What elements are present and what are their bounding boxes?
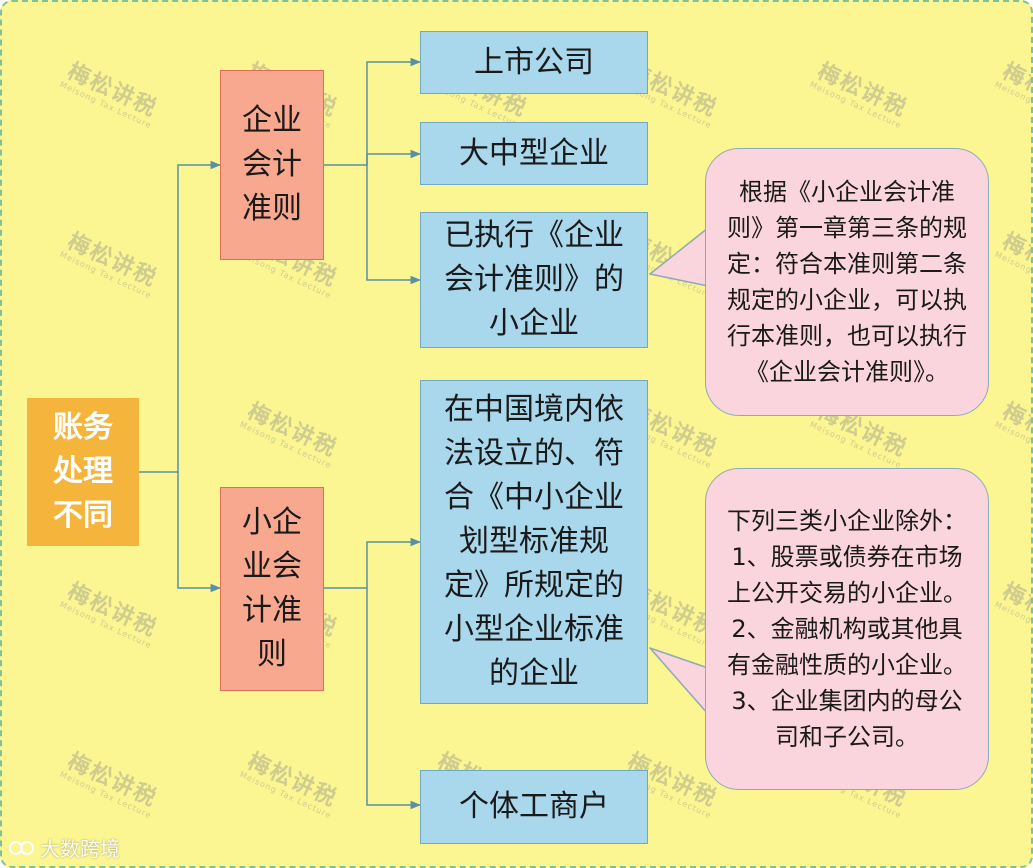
callout-exceptions: 下列三类小企业除外： 1、股票或债券在市场 上公开交易的小企业。 2、金融机构或… [705, 468, 989, 790]
category-enterprise-standards: 企业 会计 准则 [220, 70, 324, 260]
leaf-line: 的企业 [489, 656, 579, 691]
category-line: 会计 [242, 147, 302, 182]
connector-executed-small [366, 154, 422, 285]
category-line: 企业 [242, 103, 302, 138]
leaf-small-enterprise-using-enterprise-standards: 已执行《企业 会计准则》的 小企业 [420, 212, 648, 348]
category-small-enterprise-standards: 小企 业会 计准 则 [220, 487, 324, 691]
leaf-line: 上市公司 [474, 44, 594, 80]
leaf-individual-business: 个体工商户 [420, 770, 648, 844]
connector-individual [366, 588, 422, 810]
category-line: 计准 [242, 593, 302, 628]
leaf-defined-small-enterprise: 在中国境内依 法设立的、符 合《中小企业 划型标准规 定》所规定的 小型企业标准… [420, 380, 648, 704]
brand-watermark: 大数跨境 [8, 833, 120, 862]
note-line: 行本准则，也可以执行 [727, 322, 967, 350]
connector-defined-small [324, 537, 422, 589]
root-node: 账务 处理 不同 [27, 398, 139, 546]
note-line: 定：符合本准则第二条 [727, 250, 967, 278]
note-line: 上公开交易的小企业。 [727, 579, 967, 607]
leaf-line: 会计准则》的 [444, 262, 624, 297]
note-line: 规定的小企业，可以执 [727, 286, 967, 314]
category-line: 小企 [242, 505, 302, 540]
callout-article-three: 根据《小企业会计准 则》第一章第三条的规 定：符合本准则第二条 规定的小企业，可… [705, 148, 989, 416]
root-line: 处理 [53, 454, 113, 489]
note-line: 3、企业集团内的母公 [731, 687, 963, 715]
connector-root-enterprise [139, 160, 222, 473]
note-line: 有金融性质的小企业。 [727, 651, 967, 679]
leaf-line: 小型企业标准 [444, 612, 624, 647]
leaf-line: 大中型企业 [459, 135, 609, 171]
note-line: 根据《小企业会计准 [739, 178, 955, 206]
connector-listed [324, 57, 422, 166]
leaf-line: 个体工商户 [459, 789, 609, 824]
leaf-line: 定》所规定的 [444, 568, 624, 603]
note-line: 《企业会计准则》。 [745, 358, 949, 386]
leaf-line: 划型标准规 [459, 524, 609, 559]
leaf-line: 法设立的、符 [444, 436, 624, 471]
note-line: 则》第一章第三条的规 [727, 214, 967, 242]
leaf-line: 合《中小企业 [444, 480, 624, 515]
category-line: 业会 [242, 549, 302, 584]
brand-text: 大数跨境 [40, 837, 120, 861]
leaf-listed-company: 上市公司 [420, 31, 648, 94]
root-line: 不同 [53, 498, 113, 533]
root-line: 账务 [53, 410, 113, 445]
connector-root-small [177, 472, 222, 593]
leaf-line: 在中国境内依 [444, 392, 624, 427]
brand-logo-icon [9, 840, 34, 855]
leaf-line: 小企业 [489, 306, 579, 341]
note-line: 1、股票或债券在市场 [731, 543, 963, 571]
note-line: 下列三类小企业除外： [727, 507, 967, 535]
note-line: 2、金融机构或其他具 [731, 615, 963, 643]
leaf-line: 已执行《企业 [444, 218, 624, 253]
note-line: 司和子公司。 [775, 723, 919, 751]
category-line: 则 [257, 637, 287, 672]
category-line: 准则 [242, 191, 302, 226]
leaf-large-medium-enterprise: 大中型企业 [420, 122, 648, 185]
